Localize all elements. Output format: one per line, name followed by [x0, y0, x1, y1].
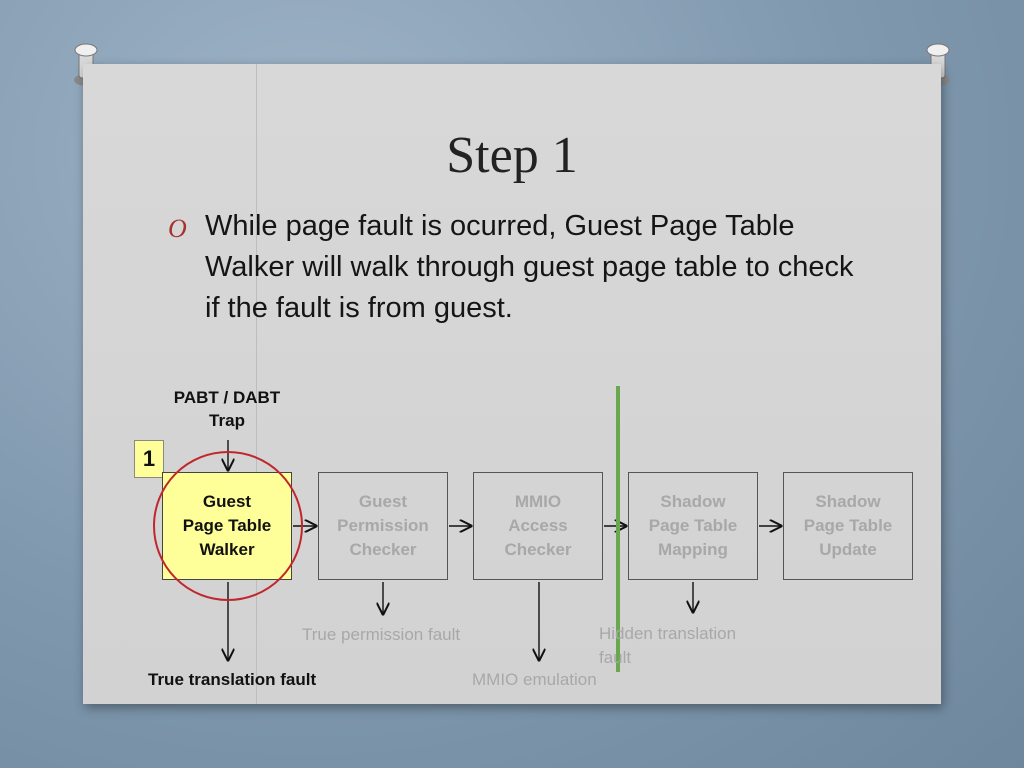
- slide-panel: [83, 64, 941, 704]
- slide-title: Step 1: [446, 127, 578, 184]
- box-guest-page-table-walker: Guest Page Table Walker: [162, 472, 292, 580]
- highlight-circle: [153, 451, 303, 601]
- bullet-marker-icon: O: [168, 214, 187, 243]
- input-label: PABT / DABT Trap: [173, 388, 281, 430]
- box-mmio-access-checker: MMIO Access Checker: [473, 472, 603, 580]
- output-mmio-emulation: MMIO emulation: [472, 670, 597, 689]
- step-badge: 1: [134, 440, 164, 478]
- slide-guide-line: [256, 64, 257, 704]
- box-shadow-page-table-mapping: Shadow Page Table Mapping: [628, 472, 758, 580]
- bullet-text: While page fault is ocurred, Guest Page …: [205, 210, 854, 324]
- output-hidden-translation-fault: Hidden translation fault: [599, 624, 737, 667]
- box-shadow-page-table-update: Shadow Page Table Update: [783, 472, 913, 580]
- output-true-translation-fault: True translation fault: [148, 670, 317, 689]
- box-guest-permission-checker: Guest Permission Checker: [318, 472, 448, 580]
- output-true-permission-fault: True permission fault: [302, 625, 461, 644]
